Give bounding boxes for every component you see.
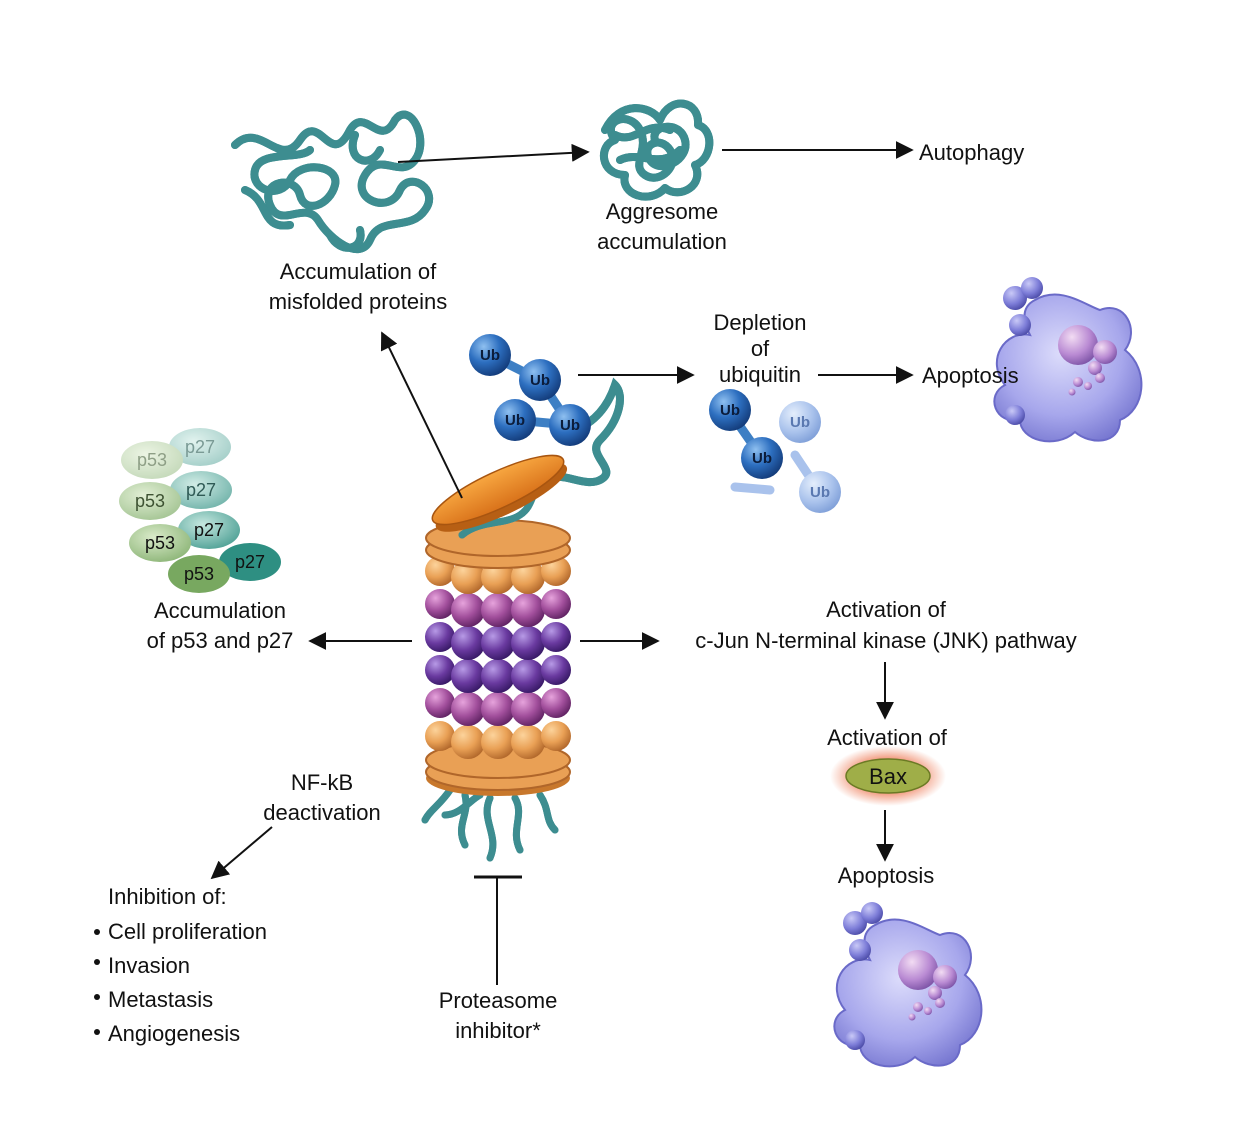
inhibition-item: Cell proliferation <box>108 919 267 944</box>
arrow-nfkb-to-inhibition <box>210 826 273 880</box>
arrows <box>210 141 914 985</box>
ub-label: Ub <box>752 450 772 467</box>
p53-label: p53 <box>184 564 214 584</box>
ub-label: Ub <box>530 372 550 389</box>
proteasome-subunit <box>451 692 485 726</box>
proteasome-subunit <box>541 688 571 718</box>
inhibition-title: Inhibition of: <box>108 884 227 909</box>
inhibition-item: Metastasis <box>108 987 213 1012</box>
aggresome-illustration <box>604 104 709 197</box>
proteasome-subunit <box>541 721 571 751</box>
p27-label: p27 <box>186 480 216 500</box>
ubiquitin-chain: Ub Ub Ub Ub <box>469 334 620 482</box>
misfolded-protein-illustration <box>231 115 429 250</box>
proteasome-subunit <box>541 589 571 619</box>
aggresome-label-line1: Aggresome <box>606 199 719 224</box>
bax-label: Bax <box>869 764 907 789</box>
proteasome-subunit <box>425 688 455 718</box>
proteasome-subunit <box>425 655 455 685</box>
proteasome-illustration <box>421 454 571 862</box>
bax-protein: Bax <box>830 746 946 806</box>
ub-label: Ub <box>480 347 500 364</box>
inhibition-item: Invasion <box>108 953 190 978</box>
depleted-ubiquitin-illustration: Ub Ub Ub Ub <box>709 389 841 513</box>
p53-label: p53 <box>145 533 175 553</box>
proteasome-subunit <box>511 659 545 693</box>
proteasome-subunit <box>511 692 545 726</box>
proteasome-subunit <box>541 622 571 652</box>
proteasome-subunit <box>451 593 485 627</box>
proteasome-subunit <box>511 725 545 759</box>
proteasome-subunit <box>481 626 515 660</box>
ubiquitin-bead <box>469 334 511 376</box>
nfkb-label-line1: NF-kB <box>291 770 353 795</box>
aggresome-label-line2: accumulation <box>597 229 727 254</box>
proteasome-subunit <box>451 560 485 594</box>
ub-label: Ub <box>720 402 740 419</box>
proteasome-subunit <box>481 593 515 627</box>
arrow-misfolded-to-aggresome <box>397 143 590 163</box>
p53-label: p53 <box>135 491 165 511</box>
jnk-label-line2: c-Jun N-terminal kinase (JNK) pathway <box>695 628 1076 653</box>
proteasome-subunit <box>481 692 515 726</box>
misfolded-label-line2: misfolded proteins <box>269 289 448 314</box>
p53-p27-illustration: p27 p53 p27 p53 p27 p53 p27 p53 <box>119 428 281 593</box>
proteasome-subunit <box>481 659 515 693</box>
jnk-label-line1: Activation of <box>826 597 947 622</box>
p53-label: p53 <box>137 450 167 470</box>
apoptotic-cell-bottom <box>833 902 983 1068</box>
labels: Accumulation of misfolded proteins Aggre… <box>94 140 1077 1046</box>
p27-label: p27 <box>194 520 224 540</box>
ub-label: Ub <box>810 484 830 501</box>
inhibition-list: Cell proliferation Invasion Metastasis A… <box>94 919 267 1046</box>
depletion-label-line2: of <box>751 336 770 361</box>
bax-title-label: Activation of <box>827 725 948 750</box>
proteasome-subunit <box>425 622 455 652</box>
ubiquitin-bead <box>549 404 591 446</box>
apoptotic-cell-top <box>993 277 1143 443</box>
inhibitor-label-line2: inhibitor* <box>455 1018 541 1043</box>
proteasome-subunit <box>451 626 485 660</box>
apoptosis-bottom-label: Apoptosis <box>838 863 935 888</box>
autophagy-label: Autophagy <box>919 140 1024 165</box>
proteasome-subunit <box>451 725 485 759</box>
p27-label: p27 <box>185 437 215 457</box>
proteasome-subunit <box>425 589 455 619</box>
misfolded-label-line1: Accumulation of <box>280 259 437 284</box>
ub-label: Ub <box>790 414 810 431</box>
p53-p27-label-line1: Accumulation <box>154 598 286 623</box>
p53-p27-label-line2: of p53 and p27 <box>147 628 294 653</box>
proteasome-subunit <box>451 659 485 693</box>
proteasome-subunit <box>511 560 545 594</box>
depletion-label-line1: Depletion <box>714 310 807 335</box>
ub-label: Ub <box>505 412 525 429</box>
arrow-to-misfolded <box>380 331 463 499</box>
proteasome-subunit <box>425 721 455 751</box>
ubiquitin-bead <box>494 399 536 441</box>
proteasome-subunit <box>481 725 515 759</box>
p27-label: p27 <box>235 552 265 572</box>
inhibition-item: Angiogenesis <box>108 1021 240 1046</box>
apoptosis-top-label: Apoptosis <box>922 363 1019 388</box>
inhibitor-label-line1: Proteasome <box>439 988 558 1013</box>
proteasome-subunit <box>511 626 545 660</box>
depletion-label-line3: ubiquitin <box>719 362 801 387</box>
ub-label: Ub <box>560 417 580 434</box>
nfkb-label-line2: deactivation <box>263 800 380 825</box>
proteasome-subunit <box>511 593 545 627</box>
proteasome-subunit <box>541 655 571 685</box>
ubiquitin-bead <box>519 359 561 401</box>
